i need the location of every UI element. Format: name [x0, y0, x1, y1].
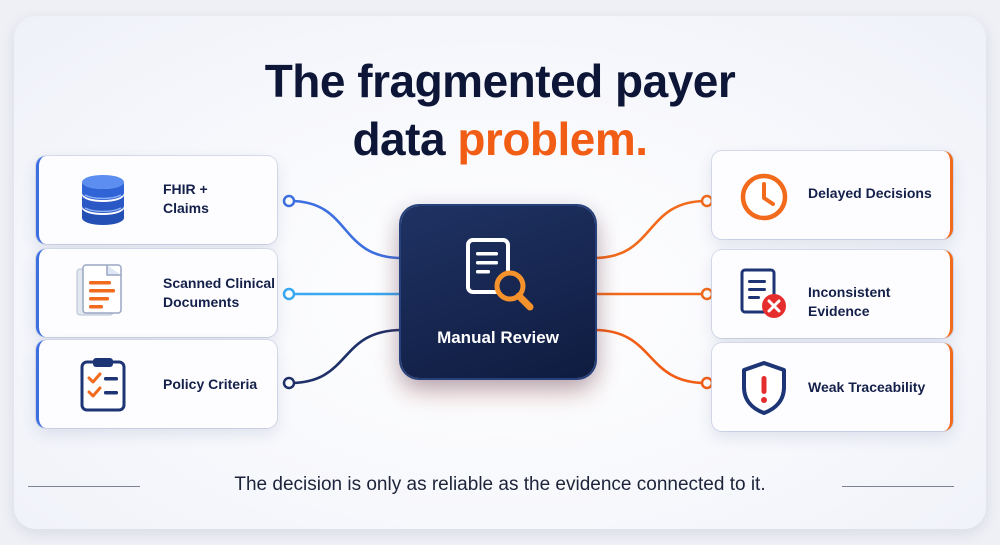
caption-rule-left	[28, 486, 140, 487]
port-weak-traceability	[700, 376, 714, 390]
input-card-fhir-claims: FHIR + Claims	[36, 156, 277, 244]
database-icon	[82, 175, 124, 225]
input-card-policy-criteria: Policy Criteria	[36, 340, 277, 428]
caption-text: The decision is only as reliable as the …	[234, 474, 766, 495]
shield-warning-icon	[742, 361, 786, 415]
manual-review-hub: Manual Review	[401, 206, 595, 378]
scanned-documents-icon	[76, 264, 122, 316]
port-policy-criteria	[282, 376, 296, 390]
output-card-inconsistent-evidence: Inconsistent Evidence	[712, 250, 953, 338]
title-line-2: data problem.	[0, 110, 1000, 168]
input-label-policy-criteria: Policy Criteria	[163, 376, 258, 392]
title-line-2-plain: data	[352, 113, 446, 165]
port-inconsistent-evidence	[700, 287, 714, 301]
title-line-2-accent: problem.	[457, 113, 648, 165]
input-label-fhir-claims: FHIR + Claims	[163, 181, 209, 216]
output-label-inconsistent-evidence: Inconsistent Evidence	[808, 284, 891, 319]
caption-row: The decision is only as reliable as the …	[28, 470, 972, 500]
wire-policy-criteria	[289, 328, 403, 385]
wire-weak-traceability	[593, 328, 707, 385]
document-error-icon	[740, 268, 786, 318]
wire-fhir-claims	[289, 199, 403, 260]
title-line-1: The fragmented payer	[264, 55, 736, 107]
output-card-delayed-decisions: Delayed Decisions	[712, 151, 953, 239]
output-label-delayed-decisions: Delayed Decisions	[808, 185, 932, 201]
port-scanned-documents	[282, 287, 296, 301]
checklist-clipboard-icon	[80, 358, 126, 412]
wire-delayed-decisions	[593, 199, 707, 260]
output-label-weak-traceability: Weak Traceability	[808, 379, 926, 395]
input-card-scanned-documents: Scanned Clinical Documents	[36, 249, 277, 337]
output-card-weak-traceability: Weak Traceability	[712, 343, 953, 431]
caption-rule-right	[842, 486, 954, 487]
hub-label: Manual Review	[437, 328, 559, 347]
input-label-scanned-documents: Scanned Clinical Documents	[163, 275, 276, 310]
document-search-icon	[466, 238, 534, 311]
port-fhir-claims	[282, 194, 296, 208]
port-delayed-decisions	[700, 194, 714, 208]
clock-icon	[740, 173, 788, 221]
page-title: The fragmented payer data problem.	[0, 52, 1000, 168]
